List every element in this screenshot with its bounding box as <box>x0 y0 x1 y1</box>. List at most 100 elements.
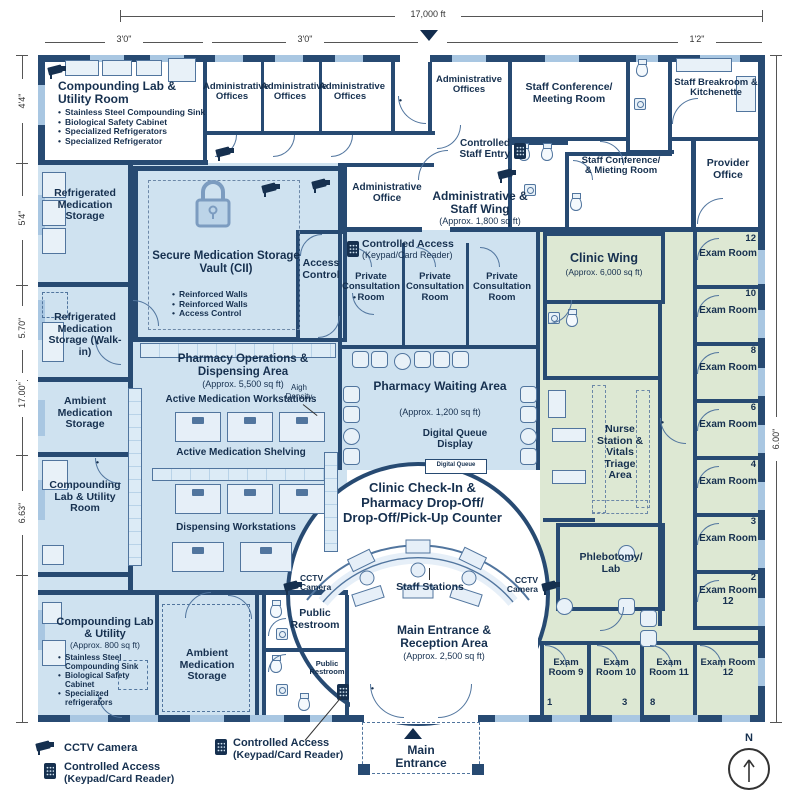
compounding-top-bullets: Stainless Steel Compounding Sink Biologi… <box>58 107 213 147</box>
exam-right-6-label: Exam Room <box>699 533 757 544</box>
wall <box>540 645 544 717</box>
wall <box>556 523 665 527</box>
legend-access2-label-1: Controlled Access <box>233 737 330 749</box>
label-pharmacy-ops: Pharmacy Operations & Dispensing Area <box>177 353 309 378</box>
fixture <box>42 322 64 362</box>
dim-tick <box>120 10 121 22</box>
entrance-marker <box>404 728 422 739</box>
toilet <box>270 600 282 618</box>
fixture <box>168 58 196 82</box>
room-label-admin-offices-2: Administrative Offices <box>261 81 327 103</box>
window <box>758 658 765 686</box>
wall <box>38 377 131 382</box>
wall <box>691 141 696 231</box>
wall <box>338 163 434 167</box>
wall <box>565 152 569 231</box>
bullet: Stainless Steel Compounding Sink <box>58 653 158 672</box>
workstation-desk <box>172 542 224 572</box>
window <box>250 715 284 722</box>
wall <box>508 141 568 145</box>
nurse-counter <box>592 385 606 513</box>
cctv-camera-icon <box>311 178 334 194</box>
wall <box>340 227 422 232</box>
label-checkin-1: Clinic Check-In & <box>369 480 476 495</box>
workstation-desk <box>240 542 292 572</box>
dim-overall-label: 17,000 ft <box>395 9 461 19</box>
cctv-camera-icon <box>215 146 238 162</box>
room-label-private-consult-3: Private Consultation Room <box>472 271 532 303</box>
window <box>636 55 658 62</box>
room-label-ambient-storage: Ambient Medication Storage <box>57 395 113 431</box>
window <box>38 400 45 436</box>
label-cctv-right: CCTV Camera <box>506 575 538 595</box>
workstation-desk <box>175 484 221 514</box>
medication-shelving <box>152 468 334 481</box>
staff-stations-leader <box>429 568 430 580</box>
vault-bullets: Reinforced Walls Reinforced Walls Access… <box>172 289 287 319</box>
dim-tick <box>762 10 763 22</box>
window <box>90 55 124 62</box>
chair <box>414 351 431 368</box>
window <box>275 55 303 62</box>
wall <box>262 595 266 715</box>
cctv-camera-icon <box>261 182 284 198</box>
label-controlled-access-1: Controlled Access <box>362 238 454 250</box>
wall <box>693 626 762 630</box>
chair <box>556 598 573 615</box>
label-checkin-2: Pharmacy Drop-Off/ <box>361 495 484 510</box>
wall <box>693 456 762 460</box>
label-digital-queue: Digital Queue Display <box>422 428 488 450</box>
label-reception-approx: (Approx. 2,500 sq ft) <box>403 651 485 661</box>
wall <box>466 243 469 348</box>
wall <box>668 55 672 154</box>
chair <box>520 428 537 445</box>
vestibule-post <box>358 764 370 775</box>
bullet: Access Control <box>172 309 287 319</box>
wall <box>626 55 630 154</box>
chair <box>520 406 537 423</box>
exam-bottom-1-number: 1 <box>547 697 553 708</box>
wall <box>693 342 762 346</box>
wall <box>587 645 591 717</box>
toilet <box>636 59 648 77</box>
room-label-private-consult-2: Private Consultation Room <box>405 271 465 303</box>
room-label-clinic-wing: Clinic Wing <box>570 251 638 265</box>
label-cctv-left: CCTV Camera <box>300 573 332 593</box>
wall <box>693 570 762 574</box>
workstation-desk <box>279 412 325 442</box>
wall <box>543 376 661 380</box>
wall <box>38 590 348 595</box>
checkin-counter-desk <box>306 539 530 607</box>
dim-tick <box>16 163 28 164</box>
room-label-admin-offices-3: Administrative Offices <box>319 81 385 103</box>
wall <box>543 300 665 304</box>
chair <box>520 448 537 465</box>
exam-bottom-3-label: Exam Room 11 <box>649 657 689 679</box>
label-controlled-access-2: (Keypad/Card Reader) <box>362 250 453 260</box>
window <box>758 310 765 338</box>
wall <box>508 55 512 141</box>
toilet <box>541 143 553 161</box>
exam-right-6-number: 3 <box>750 516 756 527</box>
wall <box>661 232 665 304</box>
label-reception: Main Entrance & Reception Area <box>396 623 492 651</box>
dim-tick <box>16 722 28 723</box>
window <box>38 195 45 235</box>
bullet: Specialized Refrigerator <box>58 136 213 147</box>
label-pharmacy-ops-approx: (Approx. 5,500 sq ft) <box>202 379 284 389</box>
room-label-staff-breakroom: Staff Breakroom & Kitchenette <box>674 77 758 99</box>
dim-a-label: 3'0" <box>105 34 143 44</box>
wall <box>319 55 322 133</box>
wall <box>338 230 342 470</box>
wall <box>670 137 762 141</box>
label-main-entrance: Main Entrance <box>395 743 447 771</box>
window <box>38 300 45 340</box>
room-label-public-restroom-1: Public Restroom <box>290 607 340 631</box>
label-staff-stations: Staff Stations <box>396 581 464 593</box>
room-label-staff-conference-2: Staff Conference/ & Mieting Room <box>581 155 661 177</box>
exam-right-5-label: Exam Room <box>699 476 757 487</box>
fixture <box>42 228 66 254</box>
chair <box>343 386 360 403</box>
compounding-bottom-bullets: Stainless Steel Compounding Sink Biologi… <box>58 653 158 708</box>
wall <box>556 523 560 611</box>
